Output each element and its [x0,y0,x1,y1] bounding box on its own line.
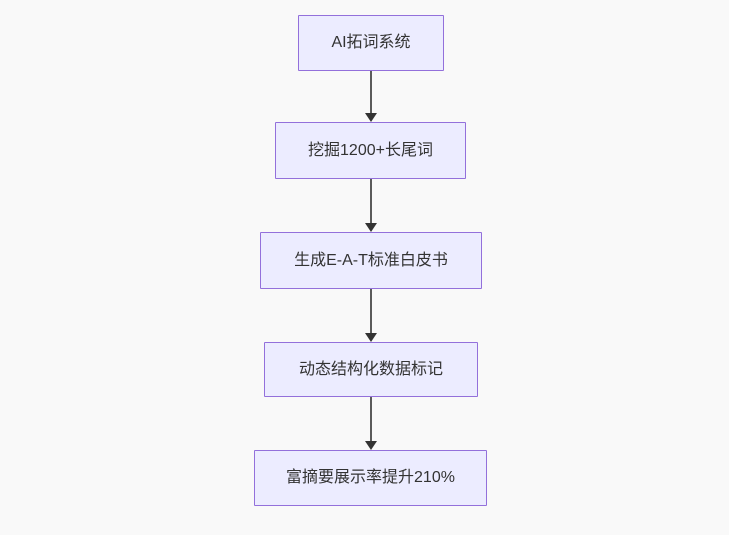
arrow-shaft [370,71,372,113]
flow-node-structured-data: 动态结构化数据标记 [264,342,478,397]
arrowhead-icon [365,113,377,122]
flow-node-label: 挖掘1200+长尾词 [308,141,433,159]
arrowhead-icon [365,333,377,342]
flow-node-label: 动态结构化数据标记 [298,360,443,378]
arrow-shaft [370,289,372,333]
flow-node-rich-snippet-result: 富摘要展示率提升210% [254,450,487,506]
flow-node-label: 生成E-A-T标准白皮书 [294,251,448,269]
arrowhead-icon [365,223,377,232]
flow-arrow-4 [365,397,377,450]
arrowhead-icon [365,441,377,450]
flow-node-eat-whitepaper: 生成E-A-T标准白皮书 [260,232,482,289]
arrow-shaft [370,179,372,223]
flow-arrow-3 [365,289,377,342]
flow-node-longtail-mining: 挖掘1200+长尾词 [275,122,466,179]
flow-arrow-1 [365,71,377,122]
flow-node-label: AI拓词系统 [331,34,411,52]
flow-arrow-2 [365,179,377,232]
flow-node-label: 富摘要展示率提升210% [286,469,455,487]
arrow-shaft [370,397,372,441]
flow-node-ai-word-system: AI拓词系统 [298,15,444,71]
